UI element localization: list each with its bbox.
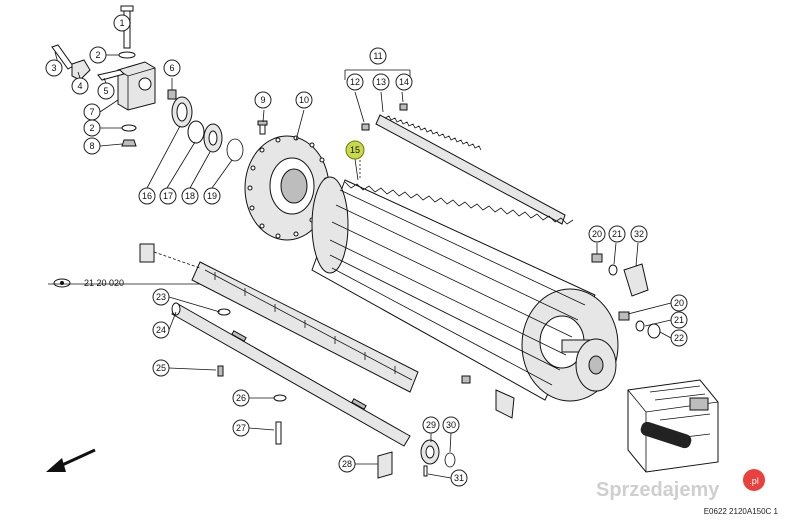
- callout-22[interactable]: 22: [670, 329, 688, 347]
- svg-text:15: 15: [350, 145, 360, 155]
- callout-16[interactable]: 16: [138, 187, 156, 205]
- svg-text:18: 18: [185, 191, 195, 201]
- callout-6[interactable]: 6: [163, 59, 181, 77]
- svg-text:30: 30: [446, 420, 456, 430]
- svg-text:28: 28: [342, 459, 352, 469]
- svg-text:32: 32: [634, 229, 644, 239]
- svg-text:22: 22: [674, 333, 684, 343]
- svg-text:9: 9: [260, 95, 265, 105]
- callout-1[interactable]: 1: [113, 14, 131, 32]
- cross-reference[interactable]: 21 20 020: [53, 278, 124, 288]
- machine-location-thumbnail: [627, 379, 719, 473]
- flange-disc: [244, 135, 330, 241]
- callout-11[interactable]: 11: [369, 47, 387, 65]
- svg-text:.pl: .pl: [749, 476, 759, 486]
- callout-29[interactable]: 29: [422, 416, 440, 434]
- callout-28[interactable]: 28: [338, 455, 356, 473]
- callout-25[interactable]: 25: [152, 359, 170, 377]
- callout-4[interactable]: 4: [71, 77, 89, 95]
- svg-text:3: 3: [51, 63, 56, 73]
- callout-10[interactable]: 10: [295, 91, 313, 109]
- callout-31[interactable]: 31: [450, 469, 468, 487]
- svg-text:1: 1: [119, 18, 124, 28]
- bearing-bracket-assembly: [51, 5, 268, 162]
- callout-27[interactable]: 27: [232, 419, 250, 437]
- right-hardware: [591, 253, 661, 339]
- svg-text:Sprzedajemy: Sprzedajemy: [596, 479, 720, 501]
- concave-trough: [139, 243, 419, 393]
- callout-26[interactable]: 26: [232, 389, 250, 407]
- callout-21-top[interactable]: 21: [608, 225, 626, 243]
- reference-number: 21 20 020: [84, 278, 124, 288]
- callout-7[interactable]: 7: [83, 103, 101, 121]
- callout-2-bottom[interactable]: 2: [83, 119, 101, 137]
- svg-text:19: 19: [207, 191, 217, 201]
- svg-text:21: 21: [674, 315, 684, 325]
- svg-text:11: 11: [373, 51, 382, 61]
- svg-text:31: 31: [454, 473, 464, 483]
- arrow-down-left-icon: [46, 448, 96, 472]
- svg-text:13: 13: [376, 77, 386, 87]
- callout-12[interactable]: 12: [346, 73, 364, 91]
- threshing-drum: [311, 176, 619, 419]
- svg-text:23: 23: [156, 292, 166, 302]
- svg-text:20: 20: [674, 298, 684, 308]
- callout-30[interactable]: 30: [442, 416, 460, 434]
- svg-text:25: 25: [156, 363, 166, 373]
- svg-text:2: 2: [89, 123, 94, 133]
- watermark-logo: Sprzedajemy .pl: [596, 469, 765, 501]
- svg-text:17: 17: [163, 191, 173, 201]
- callout-20-bottom[interactable]: 20: [670, 294, 688, 312]
- drawing-code: E0622 2120A150C 1: [704, 507, 779, 516]
- svg-text:4: 4: [77, 81, 82, 91]
- callout-15-highlighted[interactable]: 15: [345, 140, 365, 160]
- svg-text:6: 6: [169, 63, 174, 73]
- callout-5[interactable]: 5: [97, 82, 115, 100]
- callout-23[interactable]: 23: [152, 288, 170, 306]
- serrated-bar: [361, 103, 566, 225]
- svg-text:24: 24: [156, 325, 166, 335]
- callout-32[interactable]: 32: [630, 225, 648, 243]
- callout-17[interactable]: 17: [159, 187, 177, 205]
- callout-9[interactable]: 9: [254, 91, 272, 109]
- callout-3[interactable]: 3: [45, 59, 63, 77]
- eye-icon: [53, 278, 71, 288]
- svg-text:10: 10: [299, 95, 309, 105]
- drive-shaft: [171, 302, 456, 479]
- callout-24[interactable]: 24: [152, 321, 170, 339]
- svg-text:5: 5: [103, 86, 108, 96]
- svg-text:20: 20: [592, 229, 602, 239]
- callout-19[interactable]: 19: [203, 187, 221, 205]
- svg-text:14: 14: [399, 77, 409, 87]
- callout-13[interactable]: 13: [372, 73, 390, 91]
- svg-text:29: 29: [426, 420, 436, 430]
- leader-lines: [48, 22, 672, 479]
- svg-text:8: 8: [89, 141, 94, 151]
- callout-20-top[interactable]: 20: [588, 225, 606, 243]
- callout-8[interactable]: 8: [83, 137, 101, 155]
- callout-18[interactable]: 18: [181, 187, 199, 205]
- svg-text:27: 27: [236, 423, 246, 433]
- callout-14[interactable]: 14: [395, 73, 413, 91]
- svg-text:26: 26: [236, 393, 246, 403]
- svg-text:12: 12: [350, 77, 360, 87]
- callout-21-bottom[interactable]: 21: [670, 311, 688, 329]
- callout-2-top[interactable]: 2: [89, 46, 107, 64]
- svg-text:21: 21: [612, 229, 622, 239]
- svg-text:7: 7: [89, 107, 94, 117]
- svg-text:2: 2: [95, 50, 100, 60]
- svg-text:16: 16: [142, 191, 152, 201]
